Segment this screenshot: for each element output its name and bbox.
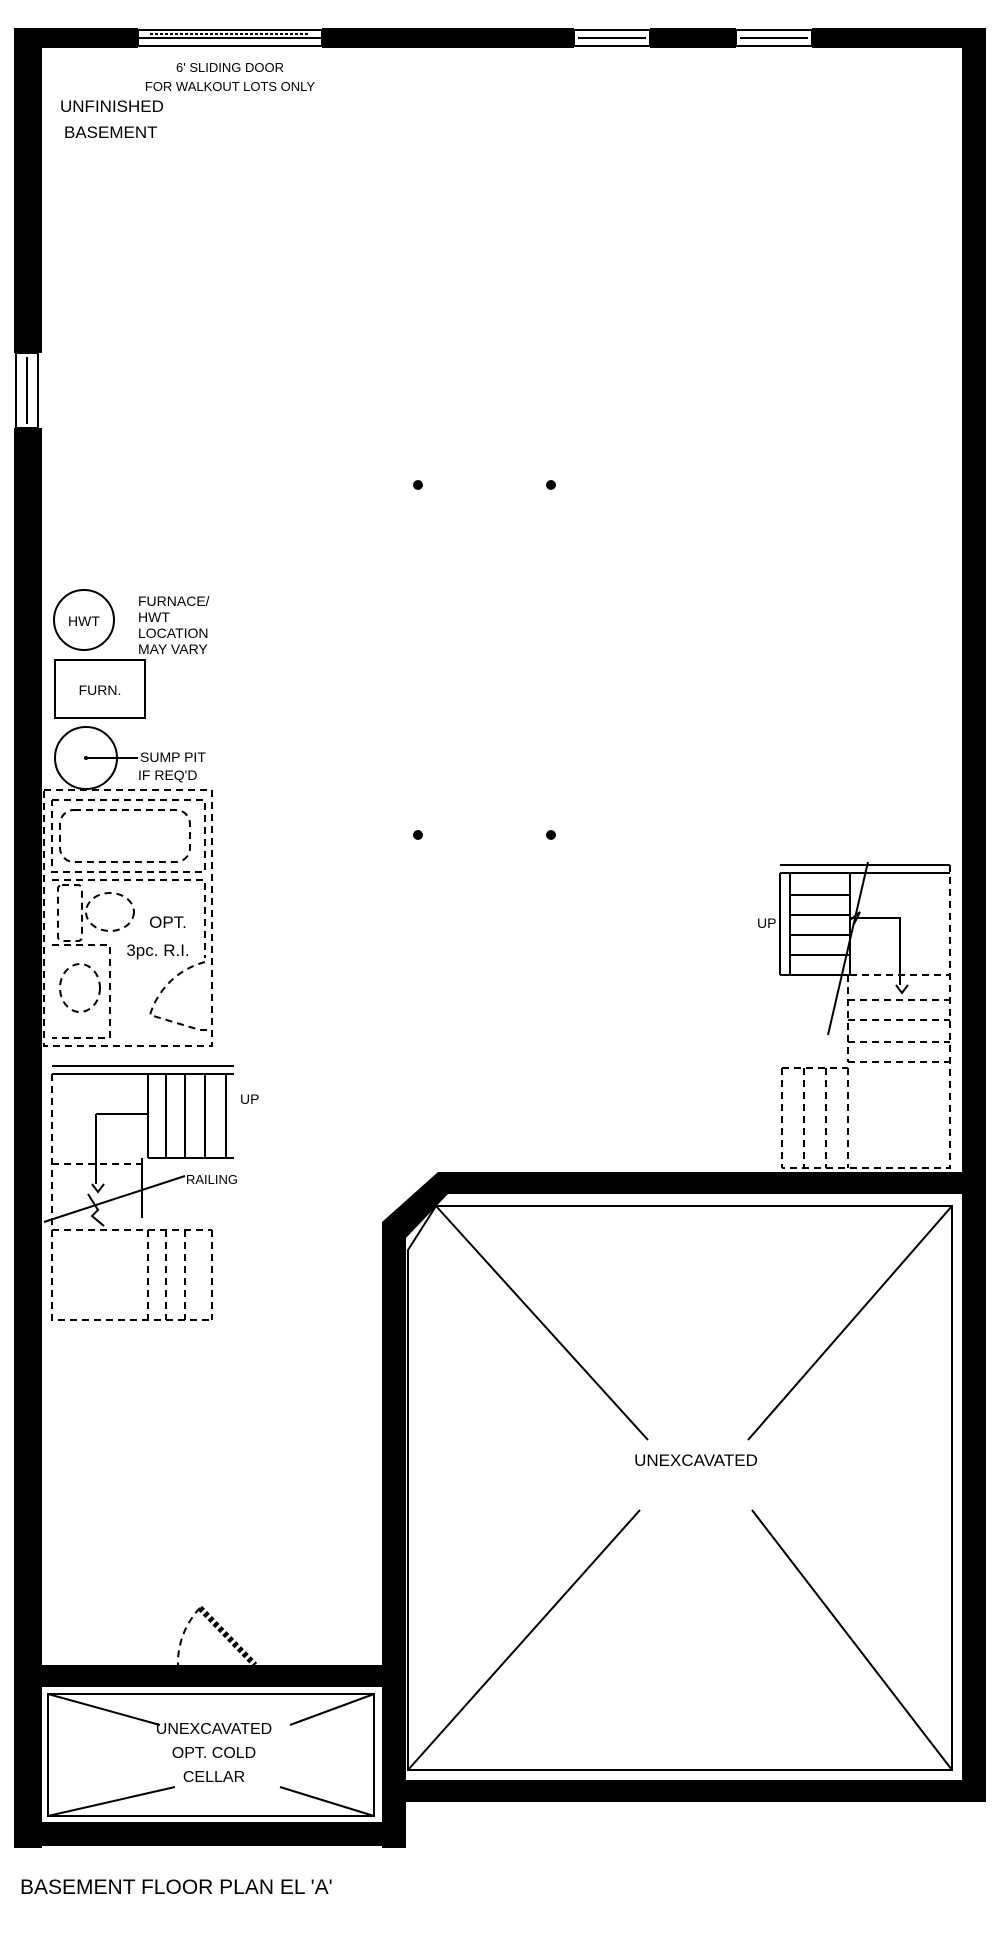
window-top-2 — [735, 29, 813, 47]
up-left-label: UP — [240, 1091, 259, 1107]
sump-label-line1: SUMP PIT — [140, 749, 206, 765]
opt-label-line1: OPT. — [149, 913, 187, 932]
room-label-line2: BASEMENT — [64, 123, 158, 142]
window-top-1 — [573, 29, 651, 47]
sump-label-line2: IF REQ'D — [138, 767, 197, 783]
room-label-line1: UNFINISHED — [60, 97, 164, 116]
cellar-label-line2: OPT. COLD — [172, 1745, 256, 1762]
optional-bathroom: OPT. 3pc. R.I. — [43, 789, 213, 1047]
railing-label: RAILING — [186, 1172, 238, 1187]
unexcavated-area: UNEXCAVATED — [407, 1205, 953, 1771]
furnace-note-line3: LOCATION — [138, 625, 209, 641]
plan-title: BASEMENT FLOOR PLAN EL 'A' — [20, 1876, 333, 1899]
sliding-door-window — [137, 29, 323, 47]
sump-pit: SUMP PIT IF REQ'D — [54, 726, 206, 790]
hot-water-tank: HWT — [53, 589, 115, 651]
unexcavated-label: UNEXCAVATED — [634, 1451, 758, 1470]
cellar-label-line3: CELLAR — [183, 1769, 245, 1786]
exterior-walls — [14, 28, 986, 1848]
furnace: FURN. — [54, 659, 146, 719]
support-columns — [413, 480, 556, 840]
hwt-label: HWT — [68, 613, 100, 629]
cellar-door — [176, 1605, 258, 1668]
right-stair: UP — [757, 861, 951, 1169]
up-right-label: UP — [757, 915, 776, 931]
opt-label-line2: 3pc. R.I. — [126, 941, 189, 960]
sliding-door-label-line1: 6' SLIDING DOOR — [176, 60, 284, 75]
cellar-label-line1: UNEXCAVATED — [156, 1721, 272, 1738]
furnace-note-line1: FURNACE/ — [138, 593, 210, 609]
sliding-door-label-line2: FOR WALKOUT LOTS ONLY — [145, 79, 316, 94]
furnace-note-line4: MAY VARY — [138, 641, 208, 657]
furnace-note-line2: HWT — [138, 609, 170, 625]
left-stair: UP RAILING — [43, 1065, 259, 1321]
cold-cellar: UNEXCAVATED OPT. COLD CELLAR — [47, 1693, 375, 1817]
window-left — [15, 352, 39, 429]
furn-label: FURN. — [79, 682, 122, 698]
